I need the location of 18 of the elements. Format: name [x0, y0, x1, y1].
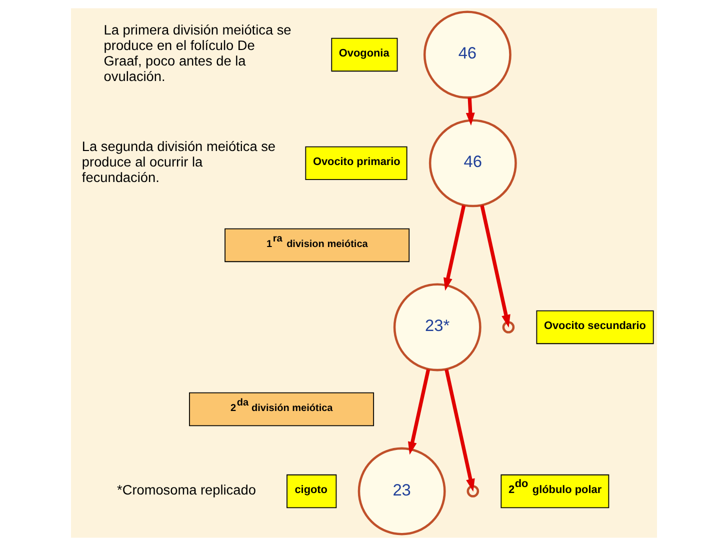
label: La segunda división meiótica se produce al ocurrir la fecundación. — [82, 138, 276, 185]
node-circle — [466, 485, 480, 498]
node-box: Ovogonia — [331, 38, 398, 72]
node-circle: 46 — [428, 119, 517, 208]
arrow — [444, 205, 466, 291]
label: *Cromosoma replicado — [117, 482, 256, 498]
node-circle: 23 — [358, 447, 446, 536]
node-box: Ovocito primario — [305, 146, 408, 180]
arrow — [480, 205, 510, 328]
node-box: Ovocito secundario — [536, 310, 654, 344]
node-circle: 23* — [393, 283, 482, 372]
node-circle: 46 — [423, 10, 512, 99]
label: La primera división meiótica se produce en el folículo De Graaf, poco antes de la ovulación. — [104, 22, 292, 84]
arrow — [466, 98, 475, 126]
node-circle — [502, 321, 515, 334]
node-box: cigoto — [286, 474, 337, 508]
arrow — [408, 369, 430, 455]
arrow — [444, 369, 475, 492]
